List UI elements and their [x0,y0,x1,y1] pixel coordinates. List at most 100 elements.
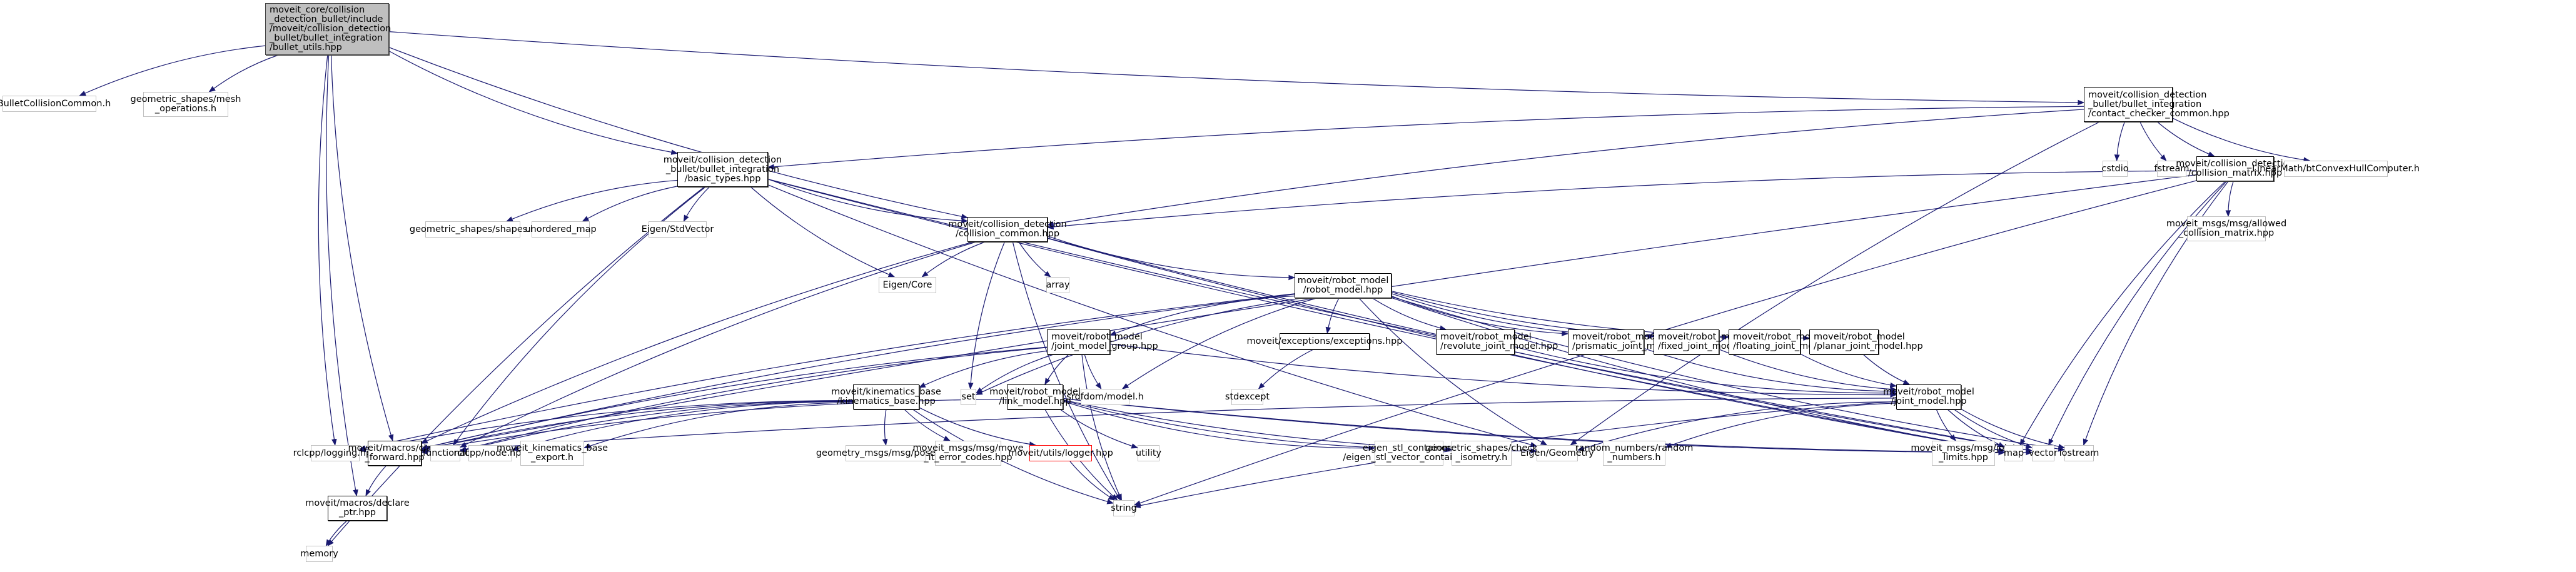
node-contact-checker-common[interactable]: moveit/collision_detection _bullet/bulle… [2084,87,2230,122]
edge-linkModel-to-utility [1059,409,1139,449]
node-bullet-utils-root[interactable]: moveit_core/collision _detection_bullet/… [265,3,391,55]
edge-kinBase-to-pose [882,409,888,446]
edge-basicTypes-to-collisionCommon [767,178,969,224]
edge-robotModel-to-srdf [1121,298,1316,389]
node-eigen-std-vector[interactable]: Eigen/StdVector [642,221,714,238]
edge-root-to-classFwd [331,54,394,442]
node-utility[interactable]: utility [1136,445,1161,461]
edge-collisionCommon-to-array [1018,241,1051,278]
edge-collisionCommon-to-string [1012,241,1121,501]
node-moveit-utils-logger[interactable]: moveit/utils/logger.hpp [1008,445,1113,461]
edge-jmg-to-kinBase [919,350,1048,388]
node-iostream[interactable]: iostream [2059,445,2099,461]
edge-contactChecker-to-cstdio [2114,121,2125,162]
node-floating-joint-model[interactable]: moveit/robot_model /floating_joint_model… [1729,329,1848,354]
edge-kinBase-to-string [912,409,1114,504]
edge-prismatic-to-jointModel [1644,348,1897,394]
node-revolute-joint-model[interactable]: moveit/robot_model /revolute_joint_model… [1436,329,1558,354]
edge-root-to-meshOps [208,54,279,93]
node-check-isometry[interactable]: geometric_shapes/check _isometry.h [1425,441,1538,466]
node-eigen-stl-vector-container[interactable]: eigen_stl_containers /eigen_stl_vector_c… [1343,441,1475,466]
node-functional[interactable]: functional [423,445,468,461]
node-cstdio[interactable]: cstdio [2101,161,2129,177]
node-fixed-joint-model[interactable]: moveit/robot_model /fixed_joint_model.hp… [1654,329,1760,354]
edge-contactChecker-to-eigenGeom [1570,121,2100,446]
node-bt-convex-hull-computer[interactable]: LinearMath/btConvexHullComputer.h [2252,161,2420,177]
edge-contactChecker-to-collisionCommon [1046,109,2084,227]
node-array[interactable]: array [1046,277,1070,293]
node-eigen-core[interactable]: Eigen/Core [879,277,936,293]
node-link-model[interactable]: moveit/robot_model /link_model.hpp [989,384,1081,409]
edge-collisionMatrix-to-classFwd [420,174,2197,451]
node-memory[interactable]: memory [300,546,338,562]
node-allowed-collision-matrix[interactable]: moveit_msgs/msg/allowed _collision_matri… [2166,216,2286,241]
edge-robotModel-to-iostream [1391,296,2066,452]
node-geometric-shapes-shapes[interactable]: geometric_shapes/shapes.h [410,221,536,238]
edge-root-to-declarePtr [326,54,358,497]
node-planar-joint-model[interactable]: moveit/robot_model /planar_joint_model.h… [1809,329,1923,354]
edge-collisionCommon-to-robotModel [1047,236,1296,281]
edge-robotModel-to-exceptions [1325,298,1340,334]
edge-jmg-to-functional [459,347,1048,452]
edge-jointModel-to-randNum [1664,403,1897,448]
node-eigen-geometry[interactable]: Eigen/Geometry [1520,445,1594,461]
node-geometry-msgs-pose[interactable]: geometry_msgs/msg/pose.hpp [816,445,956,461]
edge-jmg-to-string [1081,354,1123,501]
node-basic-types[interactable]: moveit/collision_detection _bullet/bulle… [664,152,782,187]
node-collision-matrix[interactable]: moveit/collision_detection /collision_ma… [2176,156,2295,181]
edge-root-to-contactChecker [388,31,2085,106]
node-prismatic-joint-model[interactable]: moveit/robot_model /prismatic_joint_mode… [1568,329,1695,354]
node-move-it-error-codes[interactable]: moveit_msgs/msg/move _it_error_codes.hpp [912,441,1024,466]
node-random-numbers[interactable]: random_numbers/random _numbers.h [1575,441,1693,466]
node-srdfdom-model[interactable]: srdfdom/model.h [1066,389,1144,405]
node-joint-model-group[interactable]: moveit/robot_model /joint_model_group.hp… [1047,329,1158,354]
node-kinematics-base-export[interactable]: moveit_kinematics_base _export.h [497,441,608,466]
node-map[interactable]: map [2004,445,2024,461]
edge-kinBase-to-functional [459,401,854,453]
edge-collisionCommon-to-set [967,241,1005,390]
node-stdexcept[interactable]: stdexcept [1225,389,1270,405]
node-string[interactable]: string [1111,500,1137,516]
node-collision-common[interactable]: moveit/collision_detection /collision_co… [948,217,1067,242]
edge-contactChecker-to-fstream [2139,121,2167,161]
edge-jmg-to-srdf [1084,354,1102,389]
edge-kinBase-to-node [511,401,854,451]
node-bt-bullet-collision-common[interactable]: btBulletCollisionCommon.h [0,96,111,112]
node-set[interactable]: set [961,389,976,405]
edge-jmg-to-linkModel [1044,354,1069,385]
node-kinematics-base[interactable]: moveit/kinematics_base /kinematics_base.… [831,384,941,409]
edge-basicTypes-to-map [767,179,2006,453]
edge-jointModel-to-string [1133,401,1897,508]
edge-jmg-to-set [976,354,1054,394]
edge-basicTypes-to-stdVector [683,186,710,222]
node-exceptions[interactable]: moveit/exceptions/exceptions.hpp [1246,333,1403,349]
edge-collisionMatrix-to-iostream [2083,181,2229,446]
edge-basicTypes-to-shapes [506,179,678,222]
edge-robotModel-to-revolute [1372,298,1447,331]
edge-root-to-basicTypes [388,51,679,155]
edge-basicTypes-to-eigenGeom [767,184,1538,448]
edge-contactChecker-to-basicTypes [767,106,2084,170]
edge-jmg-to-jointModel [1109,343,1897,398]
edge-linkModel-to-classFwd [420,399,1008,453]
node-mesh-operations[interactable]: geometric_shapes/mesh _operations.h [131,92,241,117]
edge-root-to-logging [318,54,337,446]
node-rclcpp-node[interactable]: rclcpp/node.hpp [453,445,527,461]
edge-robotModel-to-set [976,298,1301,395]
node-class-forward[interactable]: moveit/macros/class _forward.hpp [348,441,442,466]
node-joint-model[interactable]: moveit/robot_model /joint_model.hpp [1883,384,1974,409]
edge-jmg-to-classFwd [420,346,1048,450]
node-joint-limits[interactable]: moveit_msgs/msg/joint _limits.hpp [1911,441,2016,466]
edge-jointModel-to-classFwd [420,398,1897,455]
edge-root-to-collisionCommon [388,47,969,219]
node-rclcpp-logging[interactable]: rclcpp/logging.hpp [293,445,377,461]
node-robot-model[interactable]: moveit/robot_model /robot_model.hpp [1295,273,1392,298]
edge-contactChecker-to-convexHull [2172,118,2311,163]
node-unordered-map[interactable]: unordered_map [525,221,597,238]
node-fstream[interactable]: fstream [2154,161,2189,177]
node-declare-ptr[interactable]: moveit/macros/declare _ptr.hpp [305,496,410,521]
edge-kinBase-to-logger [919,407,1036,447]
node-vector[interactable]: vector [2029,445,2058,461]
edge-basicTypes-to-functional [453,186,706,446]
